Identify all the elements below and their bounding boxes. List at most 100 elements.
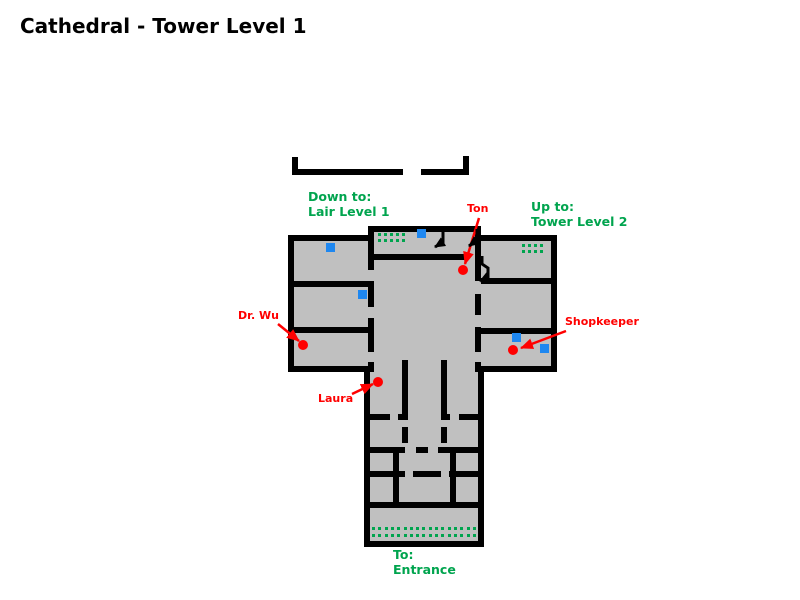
stairway-dot: [448, 527, 451, 530]
stairway-dot: [385, 527, 388, 530]
interior-wall: [294, 281, 368, 287]
stairway-dot: [378, 239, 381, 242]
interior-wall: [393, 453, 399, 471]
interior-wall: [368, 241, 374, 270]
stairway-dot: [378, 527, 381, 530]
interior-wall: [374, 254, 467, 260]
interior-wall: [413, 471, 441, 477]
stairway-dot: [396, 233, 399, 236]
interior-wall: [368, 281, 374, 307]
stairway-dot: [410, 534, 413, 537]
npc-label: Laura: [318, 392, 354, 405]
exit-label: Down to: Lair Level 1: [308, 189, 390, 219]
npc-label: Ton: [467, 202, 489, 215]
stairway-dot: [372, 534, 375, 537]
stairway-dot: [404, 534, 407, 537]
room-floor: [294, 241, 551, 366]
stairway-dot: [422, 534, 425, 537]
stairway-dot: [441, 534, 444, 537]
item-marker-icon: [540, 344, 549, 353]
interior-wall: [393, 477, 399, 502]
stairway-dot: [435, 534, 438, 537]
stairway-dot: [416, 534, 419, 537]
stairway-dot: [528, 250, 531, 253]
npc-dot-ton: [458, 265, 468, 275]
npc-dot-laura: [373, 377, 383, 387]
interior-wall: [370, 502, 478, 508]
interior-wall: [402, 427, 408, 443]
stairway-dot: [390, 233, 393, 236]
interior-wall: [475, 362, 481, 372]
stairway-dot: [378, 534, 381, 537]
stairway-dot: [385, 534, 388, 537]
stairway-dot: [410, 527, 413, 530]
interior-wall: [438, 447, 478, 453]
stairway-dot: [448, 534, 451, 537]
stairway-dot: [467, 527, 470, 530]
gallery-wall: [463, 156, 469, 175]
interior-wall: [402, 360, 408, 420]
stairway-dot: [404, 527, 407, 530]
item-marker-icon: [358, 290, 367, 299]
item-marker-icon: [326, 243, 335, 252]
npc-label: Shopkeeper: [565, 315, 639, 328]
gallery-wall: [421, 169, 469, 175]
interior-wall: [475, 327, 481, 352]
stairway-dot: [384, 233, 387, 236]
stairway-dot: [534, 250, 537, 253]
interior-wall: [450, 477, 456, 502]
exit-label: Up to: Tower Level 2: [531, 199, 628, 229]
stairway-dot: [429, 534, 432, 537]
interior-wall: [370, 414, 390, 420]
stairway-dot: [473, 527, 476, 530]
interior-wall: [370, 471, 405, 477]
interior-wall: [450, 453, 456, 471]
stairway-dot: [390, 239, 393, 242]
interior-wall: [449, 471, 478, 477]
stairway-dot: [397, 534, 400, 537]
stairway-dot: [378, 233, 381, 236]
stairway-dot: [435, 527, 438, 530]
gallery-wall: [292, 157, 298, 175]
stairway-dot: [384, 239, 387, 242]
interior-wall: [441, 414, 450, 420]
stairway-dot: [522, 250, 525, 253]
stairway-dot: [467, 534, 470, 537]
interior-wall: [475, 294, 481, 315]
stairway-dot: [540, 244, 543, 247]
npc-dot-drwu: [298, 340, 308, 350]
stairway-dot: [422, 527, 425, 530]
stairway-dot: [528, 244, 531, 247]
stairway-dot: [454, 534, 457, 537]
interior-wall: [294, 327, 368, 333]
npc-label: Dr. Wu: [238, 309, 279, 322]
interior-wall: [416, 447, 428, 453]
stairway-dot: [454, 527, 457, 530]
npc-dot-shopkeeper: [508, 345, 518, 355]
interior-wall: [475, 241, 481, 281]
gallery-wall: [292, 169, 403, 175]
interior-wall: [368, 362, 374, 372]
item-marker-icon: [417, 229, 426, 238]
stairway-dot: [416, 527, 419, 530]
stairway-dot: [396, 239, 399, 242]
item-marker-icon: [512, 333, 521, 342]
interior-wall: [441, 360, 447, 420]
interior-wall: [398, 414, 408, 420]
interior-wall: [481, 278, 551, 284]
interior-wall: [481, 328, 551, 334]
stairway-dot: [402, 239, 405, 242]
stairway-dot: [522, 244, 525, 247]
stairway-dot: [402, 233, 405, 236]
stairway-dot: [441, 527, 444, 530]
stairway-dot: [429, 527, 432, 530]
stairway-dot: [397, 527, 400, 530]
stairway-dot: [460, 527, 463, 530]
stairway-dot: [460, 534, 463, 537]
exit-label: To: Entrance: [393, 547, 456, 577]
interior-wall: [441, 427, 447, 443]
stairway-dot: [372, 527, 375, 530]
stairway-dot: [391, 534, 394, 537]
